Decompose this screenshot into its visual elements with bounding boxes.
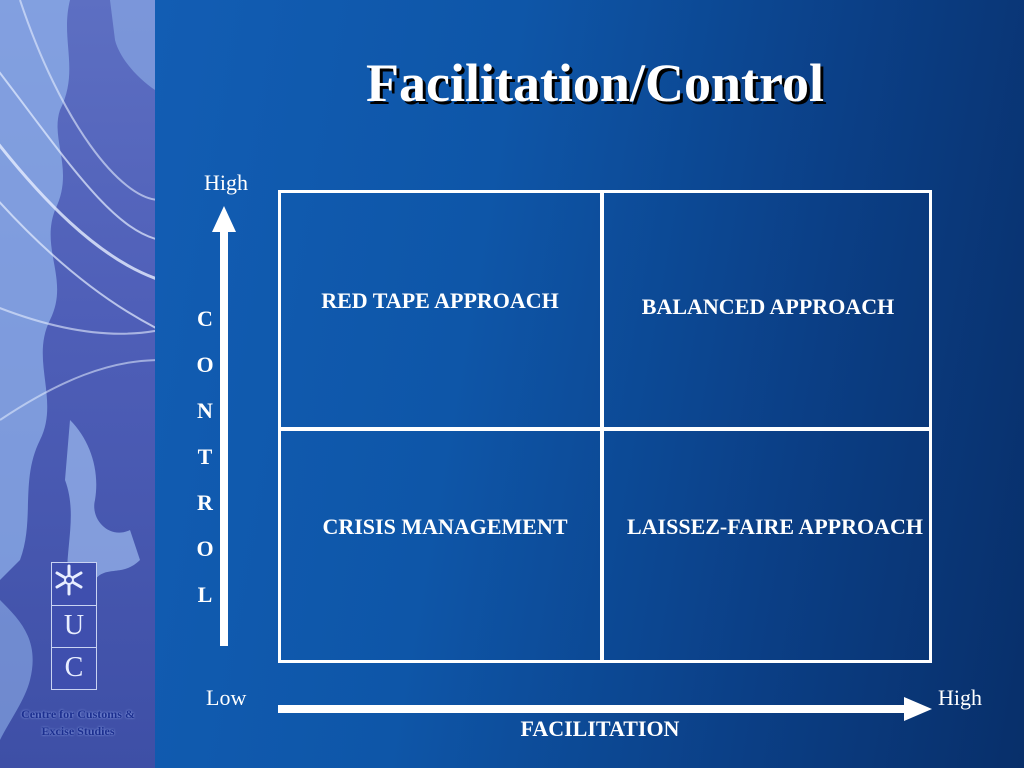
y-axis-title: C O N T R O L: [190, 296, 220, 618]
quadrant-top-left: RED TAPE APPROACH: [321, 288, 559, 313]
y-axis-letter: R: [197, 490, 213, 515]
y-axis-letter: L: [197, 582, 213, 607]
y-axis-letter: T: [197, 444, 213, 469]
y-axis-high-label: High: [204, 170, 248, 195]
world-map-decoration: [0, 0, 155, 740]
y-axis-letter: O: [196, 352, 214, 377]
slide-title: Facilitation/Control: [366, 53, 824, 113]
logo-letter-u: U: [52, 605, 96, 648]
sidebar-panel: U C Centre for Customs & Excise Studies: [0, 0, 155, 768]
organization-name: Centre for Customs & Excise Studies: [21, 707, 135, 738]
y-axis-letter: O: [196, 536, 214, 561]
x-axis-arrow: [278, 697, 932, 721]
y-axis-letter: N: [197, 398, 213, 423]
quadrant-top-right: BALANCED APPROACH: [641, 294, 895, 319]
quadrant-grid: [278, 190, 932, 663]
grid-vertical-divider: [600, 190, 604, 663]
snowflake-icon: [52, 563, 96, 606]
grid-horizontal-divider: [278, 427, 932, 431]
quadrant-bottom-right: LAISSEZ-FAIRE APPROACH: [626, 514, 924, 539]
y-axis-arrow: [212, 206, 236, 646]
y-axis-letter: C: [197, 306, 213, 331]
ucc-logo: U C: [51, 562, 97, 690]
logo-letter-c: C: [64, 652, 84, 683]
quadrant-bottom-left: CRISIS MANAGEMENT: [322, 514, 568, 539]
x-axis-high-label: High: [938, 685, 982, 710]
x-axis-low-label: Low: [206, 685, 247, 710]
x-axis-title: FACILITATION: [520, 716, 680, 741]
